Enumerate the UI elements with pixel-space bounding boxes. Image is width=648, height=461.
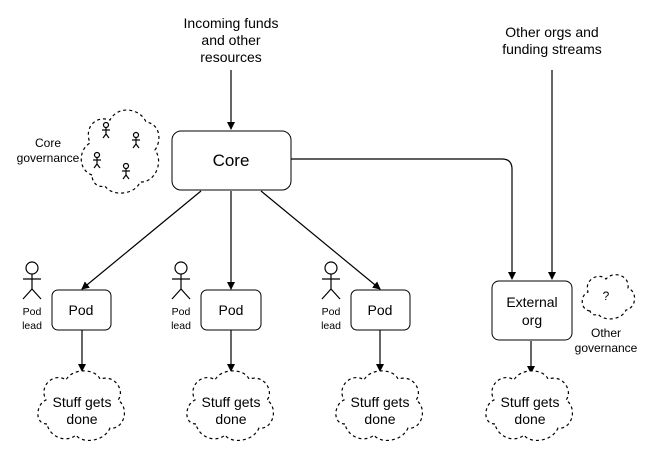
stuff-gets-done-label: done (215, 411, 246, 427)
stuff-gets-done-cloud (485, 370, 574, 442)
stuff-gets-done-label: Stuff gets (501, 394, 560, 410)
governance-unknown-label: ? (603, 289, 610, 303)
stuff-gets-done-label: done (514, 411, 545, 427)
pod-node (350, 289, 411, 331)
incoming-funds-label: resources (200, 49, 261, 65)
stuff-gets-done-label: done (364, 411, 395, 427)
pod-lead-icon (171, 261, 191, 300)
pod-label: Pod (69, 302, 94, 318)
arrow-core-to-pod-3 (260, 190, 381, 290)
stuff-gets-done-cloud (186, 370, 275, 442)
stuff-gets-done-label: done (66, 411, 97, 427)
governance-members-icon (93, 121, 140, 180)
incoming-funds-label: Incoming funds (184, 15, 279, 31)
external-org-label: org (522, 312, 542, 328)
stuff-gets-done-label: Stuff gets (351, 394, 410, 410)
pod-label: Pod (368, 302, 393, 318)
other-governance-label: governance (575, 341, 638, 355)
pod-lead-label: Pod (322, 306, 341, 318)
core-governance-cloud (80, 109, 160, 194)
pod-lead-label: lead (22, 320, 42, 332)
external-org-node (491, 280, 573, 341)
stuff-gets-done-cloud (37, 370, 126, 442)
arrow-core-to-external (291, 158, 516, 280)
pod-lead-label: Pod (172, 306, 191, 318)
pod-lead-icon (22, 261, 42, 300)
pod-node (51, 289, 112, 331)
core-governance-label: governance (17, 151, 80, 165)
stuff-gets-done-cloud (335, 370, 424, 442)
other-orgs-label: Other orgs and (505, 24, 598, 40)
pod-lead-label: lead (171, 320, 191, 332)
core-governance-label: Core (35, 136, 61, 150)
pod-lead-icon (321, 261, 341, 300)
other-governance-label: Other (591, 326, 621, 340)
other-orgs-label: funding streams (502, 41, 602, 57)
stuff-gets-done-label: Stuff gets (202, 394, 261, 410)
core-node (171, 130, 292, 191)
stuff-gets-done-label: Stuff gets (53, 394, 112, 410)
pod-lead-label: Pod (23, 306, 42, 318)
pod-node (200, 289, 262, 331)
pod-lead-label: lead (321, 320, 341, 332)
external-org-label: External (506, 294, 557, 310)
arrow-core-to-pod-1 (81, 190, 202, 290)
other-governance-cloud (581, 274, 636, 320)
incoming-funds-label: and other (201, 32, 260, 48)
core-label: Core (213, 151, 250, 170)
pod-label: Pod (219, 302, 244, 318)
